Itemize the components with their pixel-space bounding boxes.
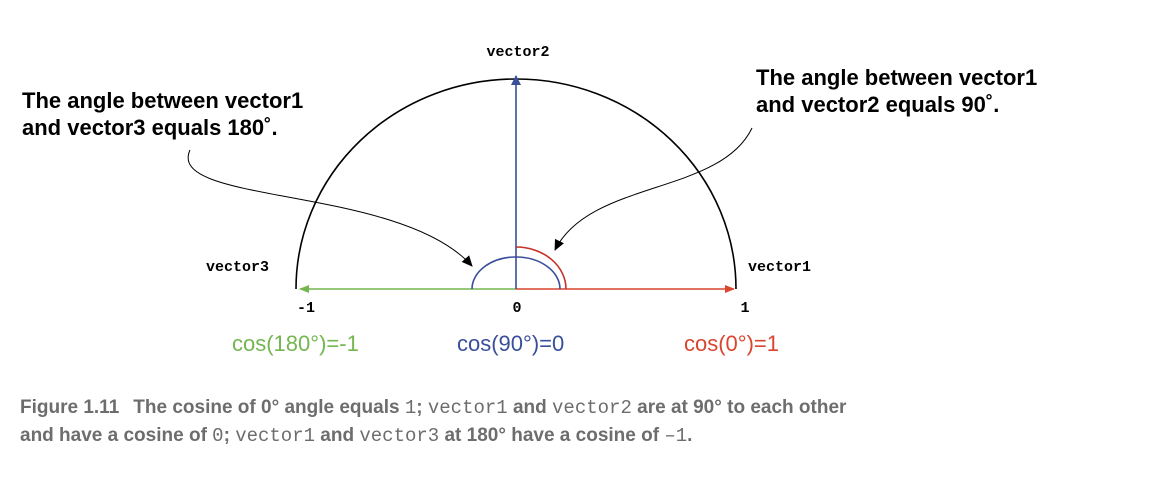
caption-code: 1 [404,397,417,419]
vector2-label: vector2 [486,44,549,61]
vector1-label: vector1 [748,259,811,276]
caption-code: vector1 [235,425,316,447]
vector3-label: vector3 [206,259,269,276]
annotation-left-line1: The angle between vector1 [22,88,303,113]
caption-text: are at 90° to each other [631,397,847,418]
angle-arc-180 [471,256,561,290]
tick-label-pos1: 1 [740,300,749,317]
angle-arc-90 [515,246,567,290]
caption-text: . [687,425,693,446]
caption-line-2: and have a cosine of 0; vector1 and vect… [20,422,1140,450]
tick-label-neg1: -1 [297,300,315,317]
caption-code: vector2 [552,397,632,419]
callout-arrow-right [554,127,753,251]
caption-text: and [507,397,553,418]
caption-code: vector1 [427,397,508,419]
caption-text: The cosine of 0° angle equals [133,397,405,418]
caption-text: ; [416,397,428,418]
figure-number: Figure 1.11 [20,397,120,418]
caption-text: and have a cosine of [20,425,213,446]
cos-90-label: cos(90°)=0 [457,331,564,356]
callout-arrow-left [187,149,473,267]
annotation-right-line1: The angle between vector1 [756,65,1037,90]
annotation-right-line2: and vector2 equals 90˚. [756,92,999,117]
cos-0-label: cos(0°)=1 [684,331,779,356]
caption-code: vector3 [359,425,440,447]
caption-text: at 180° have a cosine of [439,425,665,446]
caption-line-1: Figure 1.11 The cosine of 0° angle equals… [20,394,1140,422]
tick-label-zero: 0 [512,300,521,317]
annotation-left-line2: and vector3 equals 180˚. [22,115,278,140]
caption-text: ; [223,425,236,446]
caption-text: and [315,425,360,446]
caption-code: –1 [664,425,688,447]
cos-180-label: cos(180°)=-1 [232,331,359,356]
caption-code: 0 [212,425,224,447]
figure-caption: Figure 1.11 The cosine of 0° angle equals… [20,394,1140,450]
